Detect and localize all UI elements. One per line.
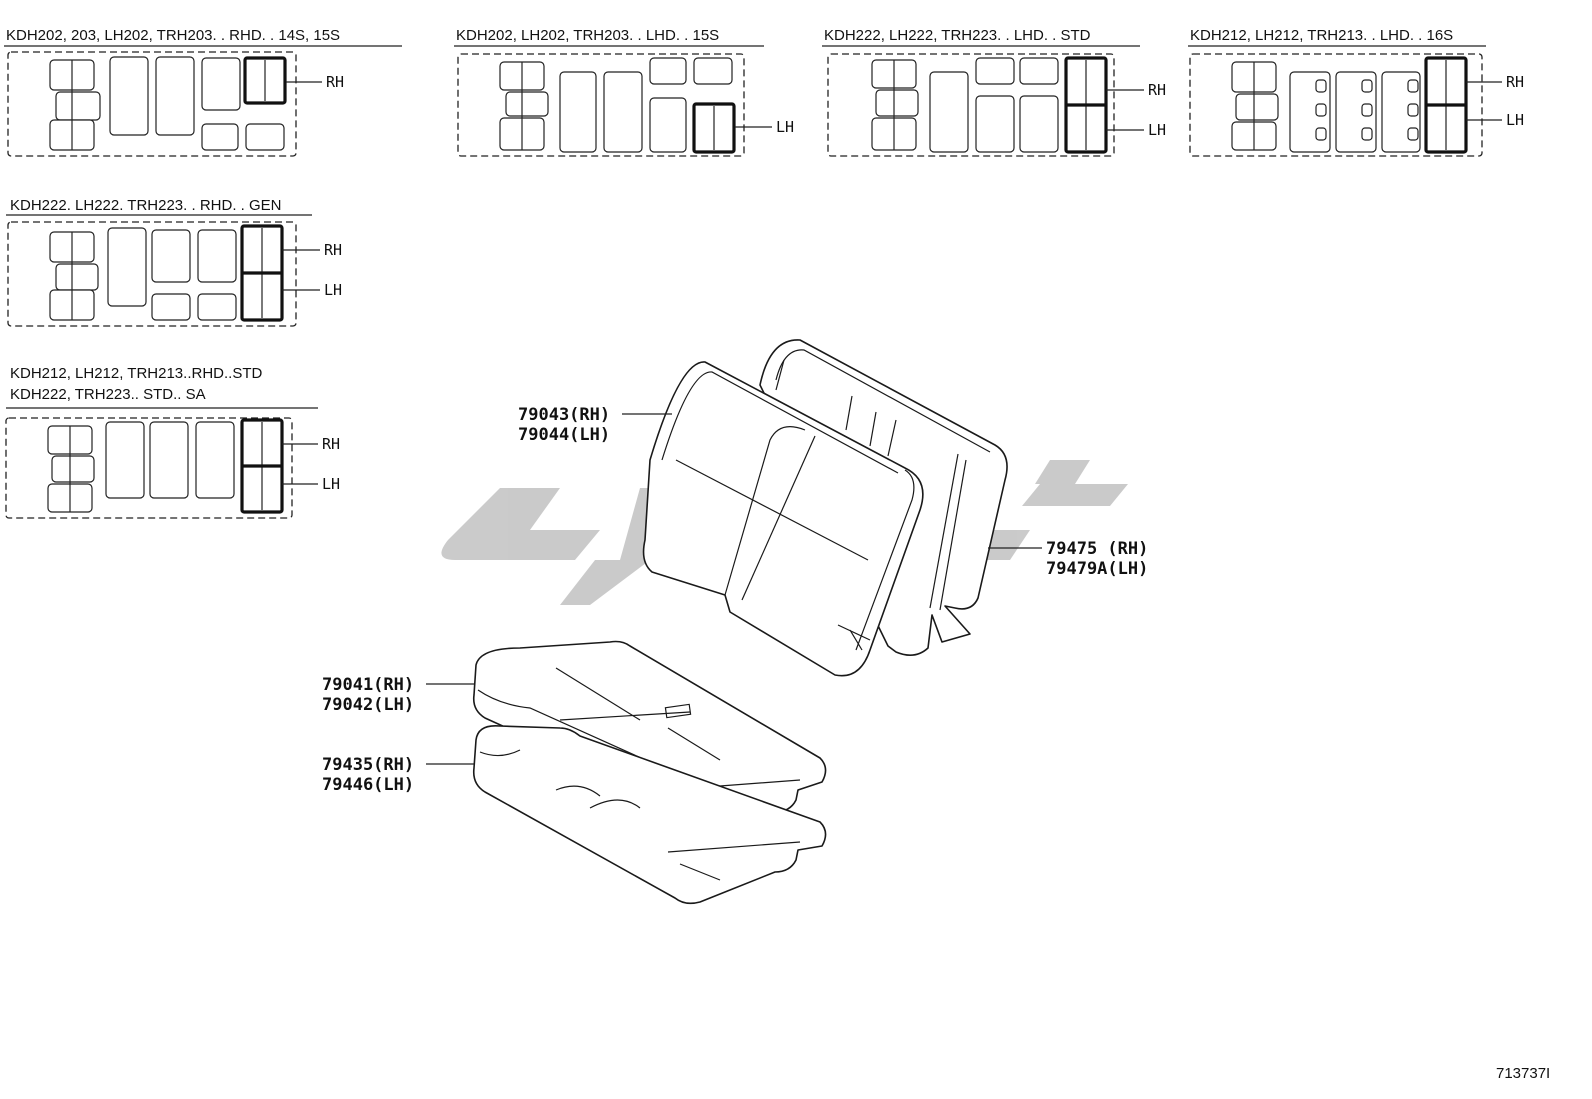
layout-box-3: KDH222, LH222, TRH223. . LHD. . STD RH L… [822,27,1166,157]
layout-box-4-label-rh: RH [1506,73,1524,91]
layout-box-5-label-rh: RH [324,241,342,259]
part-label-79041: 79041(RH) 79042(LH) [322,675,474,715]
layout-box-2: KDH202, LH202, TRH203. . LHD. . 15S LH [454,27,794,157]
layout-box-6-label-lh: LH [322,475,340,493]
layout-box-4: KDH212, LH212, TRH213. . LHD. . 16S [1188,27,1524,157]
layout-box-2-title: KDH202, LH202, TRH203. . LHD. . 15S [456,27,719,44]
part-label-79435: 79435(RH) 79446(LH) [322,755,474,795]
part-label-79475-line2: 79479A(LH) [1046,559,1148,579]
layout-box-2-label-lh: LH [776,118,794,136]
diagram-id: 713737I [1496,1065,1550,1082]
part-label-79475-line1: 79475 (RH) [1046,539,1148,559]
layout-box-1: KDH202, 203, LH202, TRH203. . RHD. . 14S… [4,27,402,157]
layout-box-6: KDH212, LH212, TRH213..RHD..STD KDH222, … [5,365,340,519]
layout-box-6-title2: KDH222, TRH223.. STD.. SA [10,386,206,403]
layout-box-4-label-lh: LH [1506,111,1524,129]
seatback-cover-part [642,361,924,677]
layout-box-3-label-rh: RH [1148,81,1166,99]
part-label-79043-line1: 79043(RH) [518,405,610,425]
layout-box-5-title: KDH222. LH222. TRH223. . RHD. . GEN [10,197,282,214]
part-label-79043-line2: 79044(LH) [518,425,610,445]
layout-box-5: KDH222. LH222. TRH223. . RHD. . GEN RH L… [6,197,342,327]
layout-box-1-label-rh: RH [326,73,344,91]
part-label-79043: 79043(RH) 79044(LH) [518,405,672,445]
layout-box-3-label-lh: LH [1148,121,1166,139]
cushion-pad-part [472,724,827,905]
seat-layout-4 [1231,56,1468,154]
seat-layout-5 [49,224,284,322]
part-label-79041-line1: 79041(RH) [322,675,414,695]
seat-layout-6 [47,418,284,514]
part-label-79435-line1: 79435(RH) [322,755,414,775]
layout-box-6-label-rh: RH [322,435,340,453]
seat-layout-3 [871,56,1108,154]
part-label-79041-line2: 79042(LH) [322,695,414,715]
seat-layout-1 [49,56,287,151]
layout-box-6-title: KDH212, LH212, TRH213..RHD..STD [10,365,262,382]
layout-box-4-title: KDH212, LH212, TRH213. . LHD. . 16S [1190,27,1453,44]
part-label-79435-line2: 79446(LH) [322,775,414,795]
layout-box-1-title: KDH202, 203, LH202, TRH203. . RHD. . 14S… [6,27,340,44]
seat-layout-2 [499,57,736,154]
part-label-79475: 79475 (RH) 79479A(LH) [988,539,1148,579]
layout-box-5-label-lh: LH [324,281,342,299]
layout-box-3-title: KDH222, LH222, TRH223. . LHD. . STD [824,27,1091,44]
